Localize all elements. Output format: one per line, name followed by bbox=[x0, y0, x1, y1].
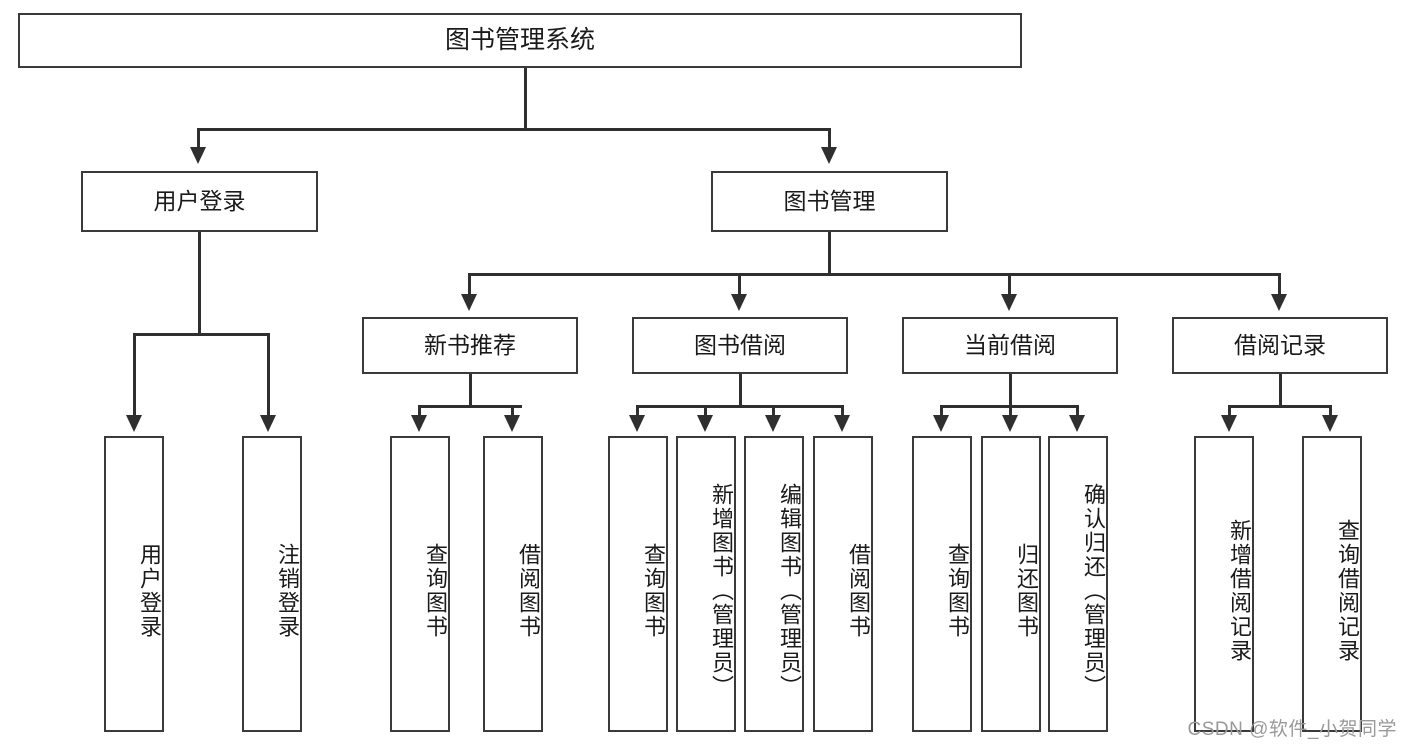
arrow-root-to-book-manage bbox=[821, 147, 837, 164]
connector-book-manage-bus bbox=[468, 273, 1278, 276]
connector-book-borrow-bus bbox=[636, 405, 844, 408]
leaf-book-borrow-add-book-label: 新增图书（管理员） bbox=[709, 483, 734, 699]
connector-book-manage-stem bbox=[828, 232, 831, 276]
connector-current-borrow-stem bbox=[1009, 374, 1012, 407]
arrow-user-login-leaf-1 bbox=[126, 415, 142, 432]
leaf-user-login-login[interactable]: 用户登录 bbox=[104, 436, 164, 732]
connector-book-borrow-branch-4 bbox=[841, 405, 844, 416]
leaf-current-borrow-confirm-return[interactable]: 确认归还（管理员） bbox=[1048, 436, 1108, 732]
connector-root-bus bbox=[197, 128, 830, 131]
node-new-book-recommend-label: 新书推荐 bbox=[424, 331, 516, 358]
connector-root-stem bbox=[524, 68, 527, 130]
connector-book-borrow-branch-3 bbox=[772, 405, 775, 416]
arrow-current-borrow-leaf-1 bbox=[933, 415, 949, 432]
connector-current-borrow-branch-2 bbox=[1009, 405, 1012, 416]
node-book-manage[interactable]: 图书管理 bbox=[711, 171, 948, 232]
arrow-to-book-borrow bbox=[731, 294, 747, 311]
connector-root-to-user-login bbox=[197, 128, 200, 148]
node-user-login[interactable]: 用户登录 bbox=[81, 171, 318, 232]
arrow-user-login-leaf-2 bbox=[260, 415, 276, 432]
node-root-system[interactable]: 图书管理系统 bbox=[18, 13, 1022, 68]
connector-book-borrow-branch-2 bbox=[704, 405, 707, 416]
leaf-new-book-query-book[interactable]: 查询图书 bbox=[390, 436, 450, 732]
arrow-to-new-book-recommend bbox=[461, 294, 477, 311]
leaf-borrow-record-add-record[interactable]: 新增借阅记录 bbox=[1194, 436, 1254, 732]
leaf-book-borrow-query-book[interactable]: 查询图书 bbox=[608, 436, 668, 732]
leaf-user-login-logout[interactable]: 注销登录 bbox=[242, 436, 302, 732]
connector-borrow-record-stem bbox=[1279, 374, 1282, 407]
arrow-borrow-record-leaf-2 bbox=[1322, 415, 1338, 432]
leaf-user-login-logout-label: 注销登录 bbox=[275, 543, 300, 639]
connector-book-manage-branch-4 bbox=[1278, 273, 1281, 295]
leaf-current-borrow-query-book-label: 查询图书 bbox=[945, 543, 970, 639]
csdn-watermark: CSDN @软件_小贺同学 bbox=[1187, 719, 1397, 740]
leaf-book-borrow-edit-book[interactable]: 编辑图书（管理员） bbox=[744, 436, 804, 732]
connector-user-login-branch-2 bbox=[267, 333, 270, 416]
arrow-root-to-user-login bbox=[190, 147, 206, 164]
arrow-current-borrow-leaf-3 bbox=[1069, 415, 1085, 432]
arrow-to-borrow-record bbox=[1271, 294, 1287, 311]
leaf-current-borrow-confirm-return-label: 确认归还（管理员） bbox=[1081, 483, 1106, 699]
arrow-borrow-record-leaf-1 bbox=[1221, 415, 1237, 432]
arrow-new-book-recommend-leaf-2 bbox=[504, 415, 520, 432]
leaf-book-borrow-add-book[interactable]: 新增图书（管理员） bbox=[676, 436, 736, 732]
arrow-current-borrow-leaf-2 bbox=[1002, 415, 1018, 432]
leaf-current-borrow-return-book[interactable]: 归还图书 bbox=[981, 436, 1041, 732]
leaf-current-borrow-return-book-label: 归还图书 bbox=[1014, 543, 1039, 639]
connector-book-borrow-branch-1 bbox=[636, 405, 639, 416]
node-book-borrow-label: 图书借阅 bbox=[694, 331, 786, 358]
connector-borrow-record-branch-1 bbox=[1228, 405, 1231, 416]
leaf-borrow-record-query-record[interactable]: 查询借阅记录 bbox=[1302, 436, 1362, 732]
connector-new-book-recommend-branch-1 bbox=[418, 405, 421, 416]
connector-user-login-bus bbox=[133, 333, 270, 336]
leaf-user-login-login-label: 用户登录 bbox=[137, 543, 162, 639]
connector-book-borrow-stem bbox=[739, 374, 742, 407]
connector-user-login-stem bbox=[198, 232, 201, 336]
leaf-current-borrow-query-book[interactable]: 查询图书 bbox=[912, 436, 972, 732]
connector-root-to-book-manage bbox=[828, 128, 831, 148]
node-root-label: 图书管理系统 bbox=[444, 25, 595, 54]
leaf-book-borrow-borrow-book-label: 借阅图书 bbox=[846, 543, 871, 639]
node-book-manage-label: 图书管理 bbox=[783, 187, 876, 214]
node-book-borrow[interactable]: 图书借阅 bbox=[632, 317, 848, 374]
leaf-new-book-query-book-label: 查询图书 bbox=[423, 543, 448, 639]
node-borrow-record[interactable]: 借阅记录 bbox=[1172, 317, 1388, 374]
leaf-book-borrow-borrow-book[interactable]: 借阅图书 bbox=[813, 436, 873, 732]
arrow-book-borrow-leaf-4 bbox=[834, 415, 850, 432]
node-current-borrow-label: 当前借阅 bbox=[964, 331, 1056, 358]
connector-book-manage-branch-1 bbox=[468, 273, 471, 295]
node-current-borrow[interactable]: 当前借阅 bbox=[902, 317, 1118, 374]
connector-book-manage-branch-3 bbox=[1008, 273, 1011, 295]
connector-current-borrow-branch-3 bbox=[1076, 405, 1079, 416]
connector-new-book-recommend-stem bbox=[469, 374, 472, 407]
connector-new-book-recommend-branch-2 bbox=[511, 405, 514, 416]
node-borrow-record-label: 借阅记录 bbox=[1234, 331, 1326, 358]
arrow-to-current-borrow bbox=[1001, 294, 1017, 311]
connector-new-book-recommend-bus bbox=[418, 405, 522, 408]
connector-user-login-branch-1 bbox=[133, 333, 136, 416]
leaf-borrow-record-add-record-label: 新增借阅记录 bbox=[1227, 519, 1252, 663]
node-new-book-recommend[interactable]: 新书推荐 bbox=[362, 317, 578, 374]
arrow-book-borrow-leaf-1 bbox=[629, 415, 645, 432]
connector-borrow-record-bus bbox=[1228, 405, 1332, 408]
connector-current-borrow-branch-1 bbox=[940, 405, 943, 416]
leaf-book-borrow-edit-book-label: 编辑图书（管理员） bbox=[777, 483, 802, 699]
connector-book-manage-branch-2 bbox=[738, 273, 741, 295]
leaf-new-book-borrow-book-label: 借阅图书 bbox=[516, 543, 541, 639]
leaf-book-borrow-query-book-label: 查询图书 bbox=[641, 543, 666, 639]
connector-borrow-record-branch-2 bbox=[1329, 405, 1332, 416]
leaf-borrow-record-query-record-label: 查询借阅记录 bbox=[1335, 519, 1360, 663]
leaf-new-book-borrow-book[interactable]: 借阅图书 bbox=[483, 436, 543, 732]
arrow-book-borrow-leaf-2 bbox=[697, 415, 713, 432]
arrow-book-borrow-leaf-3 bbox=[765, 415, 781, 432]
arrow-new-book-recommend-leaf-1 bbox=[411, 415, 427, 432]
node-user-login-label: 用户登录 bbox=[153, 187, 246, 214]
